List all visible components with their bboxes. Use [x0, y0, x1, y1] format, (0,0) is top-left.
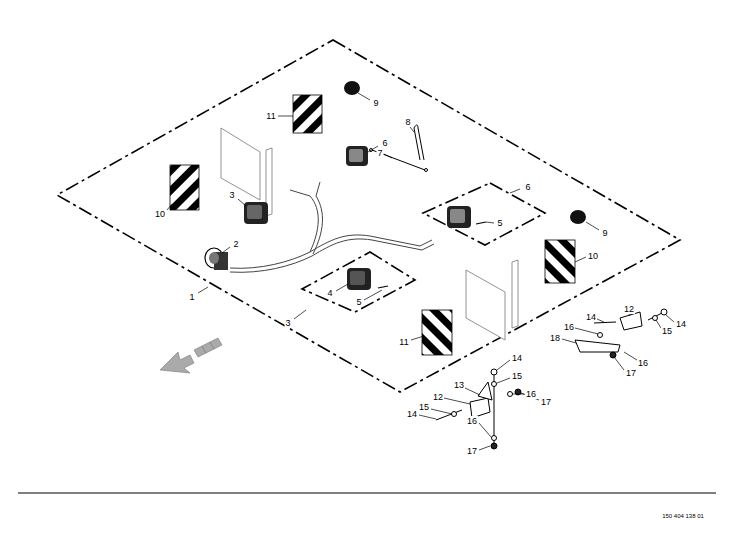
kit-outline: [57, 40, 680, 392]
callout-number: 11: [265, 111, 276, 121]
callout-number: 12: [623, 304, 635, 314]
rule-line: [18, 493, 716, 494]
callout-number: 9: [372, 98, 379, 108]
callout-number: 17: [540, 397, 552, 407]
callout-number: 3: [228, 190, 235, 200]
callout-number: 16: [466, 416, 478, 426]
callout-number: 18: [549, 333, 561, 343]
callout-number: 14: [675, 319, 687, 329]
callout-number: 6: [381, 138, 388, 148]
callout-number: 1: [188, 292, 195, 302]
warning-sign: [293, 95, 322, 133]
drawing-number: 150 404 138 01: [661, 513, 705, 520]
lamp-set-outline: [423, 183, 545, 245]
mounting-plate: [221, 128, 260, 200]
callout-number: 17: [625, 368, 637, 378]
warning-sign: [422, 310, 452, 355]
mounting-plate: [466, 270, 505, 340]
callout-number: 4: [326, 288, 333, 298]
callout-number: 10: [154, 209, 166, 219]
callout-number: 15: [661, 326, 673, 336]
callout-number: 5: [355, 297, 362, 307]
callout-number: 15: [511, 371, 523, 381]
callout-number: 14: [511, 353, 523, 363]
callout-number: 7: [376, 148, 383, 158]
warning-sign: [170, 165, 199, 210]
callout-number: 11: [398, 337, 409, 347]
callout-number: 3: [284, 318, 291, 328]
direction-arrow: [160, 338, 222, 373]
callout-number: 17: [466, 446, 478, 456]
callout-number: 16: [637, 358, 649, 368]
callout-number: 5: [496, 218, 503, 228]
callout-number: 16: [525, 389, 537, 399]
callout-number: 12: [432, 392, 444, 402]
callout-number: 14: [585, 312, 597, 322]
callout-number: 15: [418, 402, 430, 412]
callout-number: 9: [601, 228, 608, 238]
callout-number: 16: [563, 322, 575, 332]
callout-number: 14: [406, 409, 418, 419]
callout-number: 2: [232, 239, 239, 249]
callout-number: 10: [587, 251, 599, 261]
callout-number: 13: [453, 380, 465, 390]
reflector: [570, 210, 586, 224]
reflector: [344, 81, 360, 95]
callout-number: 8: [404, 117, 411, 127]
callout-number: 6: [524, 182, 531, 192]
lamp-set-outline: [302, 252, 415, 312]
warning-sign: [545, 240, 575, 283]
